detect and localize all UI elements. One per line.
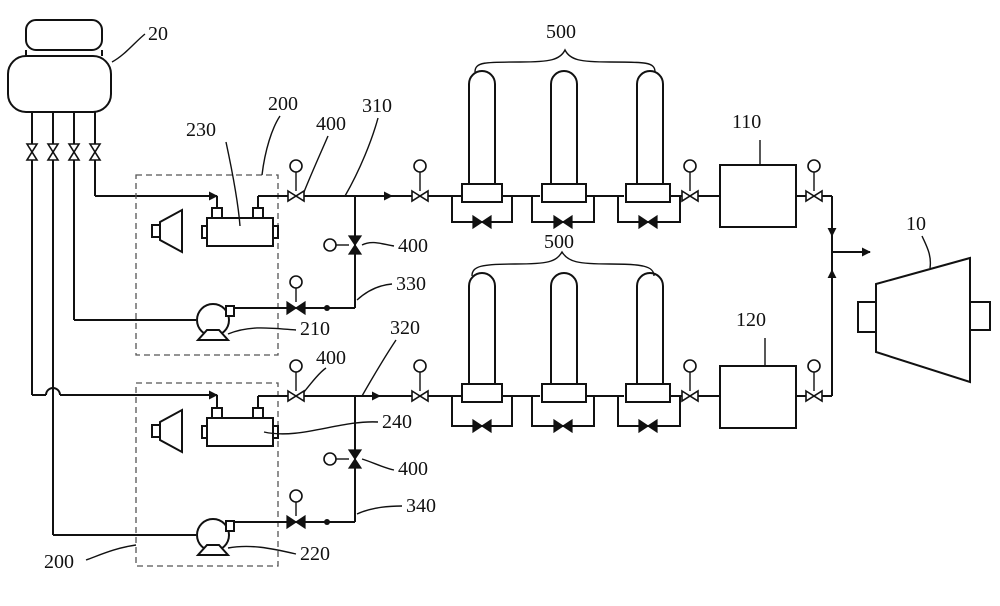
compressor-bottom (152, 410, 182, 452)
pipe-310-label: 310 (362, 95, 392, 117)
tank-label: 20 (148, 23, 168, 45)
valve-bottom-vertical-label: 400 (398, 458, 428, 480)
box-120 (720, 366, 796, 428)
engine (858, 258, 990, 382)
pipe-320-label: 320 (390, 317, 420, 339)
valve-top-vertical-label: 400 (398, 235, 428, 257)
heaters-top-label: 500 (546, 21, 576, 43)
unit-230 (202, 208, 278, 246)
valve-bottom-label: 400 (316, 347, 346, 369)
compressor-top (152, 210, 182, 252)
valve-top-label: 400 (316, 113, 346, 135)
unit-240-label: 240 (382, 411, 412, 433)
unit-240 (202, 408, 278, 446)
feed-pipes (32, 196, 217, 535)
pipe-330-label: 330 (396, 273, 426, 295)
heater-bank-bottom (412, 252, 720, 432)
storage-tank (8, 20, 111, 112)
box-120-label: 120 (736, 309, 766, 331)
output-piping (796, 160, 870, 401)
pump-220-label: 220 (300, 543, 330, 565)
box-110 (720, 165, 796, 227)
engine-label: 10 (906, 213, 926, 235)
pipe-340-label: 340 (406, 495, 436, 517)
heaters-bottom-label: 500 (544, 231, 574, 253)
unit-230-label: 230 (186, 119, 216, 141)
heater-bank-top (412, 50, 720, 228)
pump-220 (197, 519, 234, 555)
module-top-label: 200 (268, 93, 298, 115)
pump-210 (197, 304, 234, 340)
tank-outlet-valves (27, 112, 100, 535)
box-110-label: 110 (732, 111, 761, 133)
module-bottom-label: 200 (44, 551, 74, 573)
pump-210-label: 210 (300, 318, 330, 340)
